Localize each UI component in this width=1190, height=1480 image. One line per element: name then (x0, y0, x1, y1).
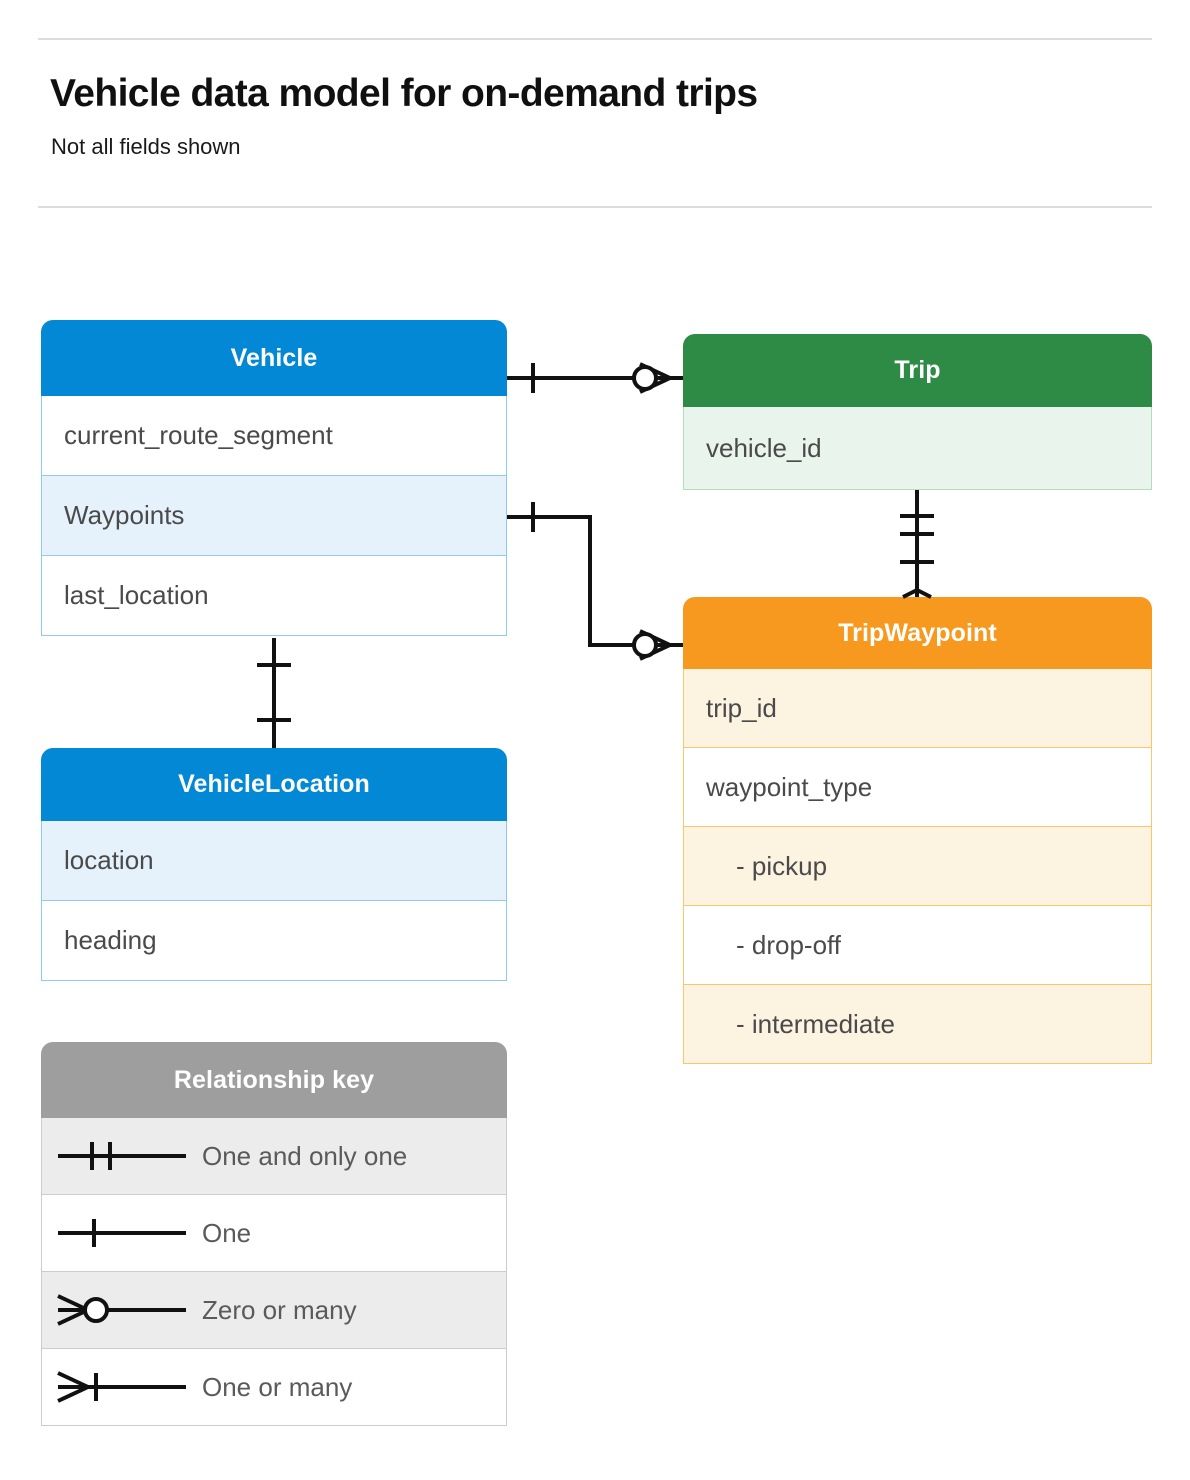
page-title: Vehicle data model for on-demand trips (50, 72, 758, 115)
entity-vehicle-field-1[interactable]: Waypoints (41, 476, 507, 556)
legend-item-label: One (202, 1217, 252, 1248)
legend-item-one-and-only-one: One and only one (41, 1118, 507, 1195)
entity-vehicle-field-0[interactable]: current_route_segment (41, 396, 507, 476)
entity-trip[interactable]: Trip vehicle_id (683, 334, 1152, 490)
legend-item-label: One and only one (202, 1140, 408, 1171)
legend-item-label: Zero or many (202, 1294, 357, 1325)
entity-vehicle-field-2[interactable]: last_location (41, 556, 507, 636)
entity-vehiclelocation-title: VehicleLocation (41, 748, 507, 821)
header-divider-bottom (38, 206, 1152, 208)
entity-tripwaypoint-field-4[interactable]: - intermediate (683, 985, 1152, 1064)
entity-trip-title: Trip (683, 334, 1152, 407)
legend-item-zero-or-many: Zero or many (41, 1272, 507, 1349)
entity-tripwaypoint-field-0[interactable]: trip_id (683, 669, 1152, 748)
legend-item-one-or-many: One or many (41, 1349, 507, 1426)
entity-vehicle[interactable]: Vehicle current_route_segment Waypoints … (41, 320, 507, 636)
page-subtitle: Not all fields shown (51, 134, 241, 159)
connector-vehicle-vehiclelocation (257, 638, 291, 748)
entity-tripwaypoint-field-2[interactable]: - pickup (683, 827, 1152, 906)
zero-or-many-icon (42, 1290, 202, 1330)
entity-tripwaypoint-field-3[interactable]: - drop-off (683, 906, 1152, 985)
one-icon (42, 1213, 202, 1253)
legend-title: Relationship key (41, 1042, 507, 1118)
connector-vehicle-trip (507, 362, 683, 394)
entity-vehiclelocation-field-1[interactable]: heading (41, 901, 507, 981)
entity-tripwaypoint-field-1[interactable]: waypoint_type (683, 748, 1152, 827)
legend-item-one: One (41, 1195, 507, 1272)
entity-vehiclelocation[interactable]: VehicleLocation location heading (41, 748, 507, 981)
connector-trip-tripwaypoint (900, 490, 934, 599)
one-or-many-icon (42, 1367, 202, 1407)
entity-tripwaypoint[interactable]: TripWaypoint trip_id waypoint_type - pic… (683, 597, 1152, 1064)
legend-relationship-key: Relationship key One and only one One (41, 1042, 507, 1426)
entity-vehicle-title: Vehicle (41, 320, 507, 396)
legend-item-label: One or many (202, 1371, 353, 1402)
entity-vehiclelocation-field-0[interactable]: location (41, 821, 507, 901)
connector-waypoints-tripwaypoint (507, 502, 683, 661)
one-and-only-one-icon (42, 1136, 202, 1176)
entity-trip-field-0[interactable]: vehicle_id (683, 407, 1152, 490)
header-divider-top (38, 38, 1152, 40)
entity-tripwaypoint-title: TripWaypoint (683, 597, 1152, 669)
